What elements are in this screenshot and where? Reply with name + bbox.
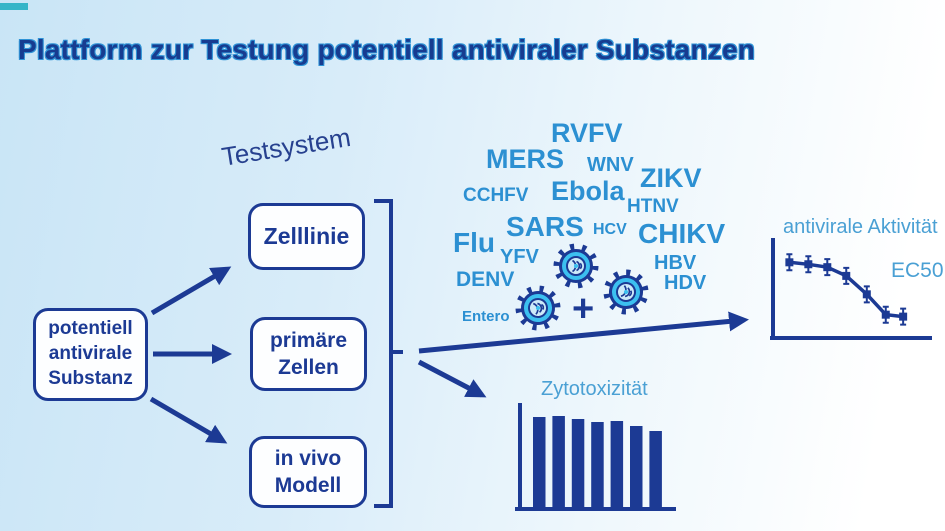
virus-particle-icon	[602, 268, 650, 316]
zelllinie-label: Zelllinie	[263, 222, 350, 249]
activity-chart-axes	[770, 238, 932, 340]
virus-particle-icon	[557, 247, 595, 285]
cytotoxicity-bar	[630, 426, 643, 509]
cytotoxicity-bar	[571, 419, 585, 509]
arrow-to-zelllinie	[150, 266, 232, 316]
plus-sign: +	[572, 288, 594, 330]
cytotoxicity-bar	[533, 417, 546, 509]
activity-chart-title: antivirale Aktivität	[783, 216, 938, 238]
cytotoxicity-chart-title: Zytotoxizität	[541, 378, 648, 400]
source-box-line1: potentiell	[48, 318, 133, 340]
cytotoxicity-bar	[552, 416, 565, 509]
testsystem-box-in-vivo: in vivo Modell	[249, 436, 367, 508]
activity-data-point	[785, 258, 794, 267]
cytotoxicity-bars	[533, 416, 662, 509]
testsystem-box-zelllinie: Zelllinie	[248, 203, 365, 270]
activity-data-point	[842, 271, 851, 280]
activity-curve	[785, 253, 908, 326]
virus-particle-icon	[515, 285, 561, 331]
arrow-to-in-vivo	[149, 396, 228, 444]
source-substance-box: potentiell antivirale Substanz	[33, 308, 148, 401]
in-vivo-line1: in vivo	[274, 446, 342, 470]
page-title: Plattform zur Testung potentiell antivir…	[18, 34, 756, 65]
cytotoxicity-bar	[649, 431, 662, 509]
primaere-zellen-line1: primäre	[269, 328, 348, 352]
source-box-line3: Substanz	[48, 367, 133, 389]
testsystem-bracket	[374, 199, 403, 508]
primaere-zellen-line2: Zellen	[278, 356, 339, 379]
corner-accent-mark	[0, 3, 28, 10]
activity-data-point	[881, 310, 890, 319]
activity-data-point	[899, 312, 908, 321]
arrow-to-activity-chart	[418, 311, 749, 354]
cytotoxicity-bar	[591, 422, 604, 509]
arrow-to-cytotoxicity-chart	[417, 359, 487, 398]
cytotoxicity-bar	[610, 421, 624, 509]
in-vivo-line2: Modell	[274, 474, 342, 497]
source-box-line2: antivirale	[48, 343, 133, 365]
activity-data-point	[862, 290, 871, 299]
activity-data-point	[823, 263, 832, 272]
testsystem-box-primaere-zellen: primäre Zellen	[250, 317, 367, 391]
activity-data-point	[804, 260, 813, 269]
ec50-label: EC50	[891, 259, 944, 282]
